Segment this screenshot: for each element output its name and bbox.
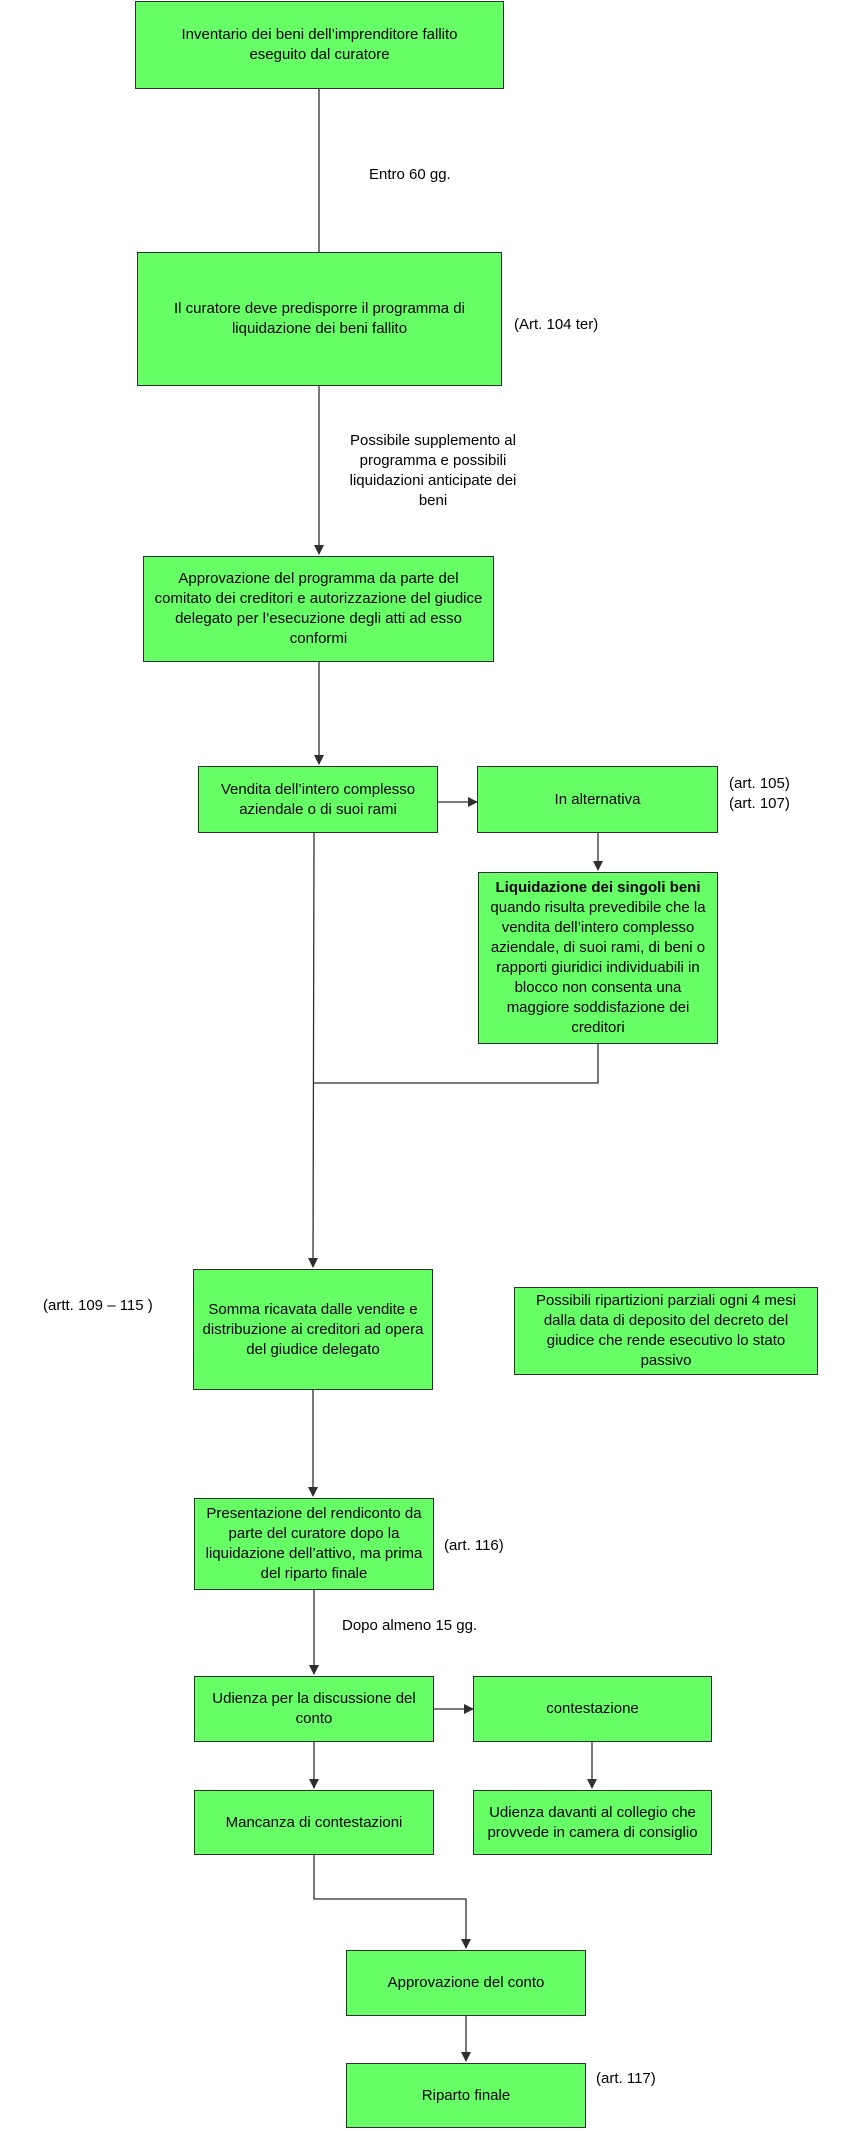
box-alternativa-text: In alternativa [554, 790, 641, 808]
box-liquidazione: Liquidazione dei singoli beni quando ris… [478, 872, 718, 1044]
box-somma-text: Somma ricavata dalle vendite e distribuz… [202, 1300, 424, 1358]
box-approvazione-programma: Approvazione del programma da parte del … [143, 556, 494, 662]
note-supplemento: Possibile supplemento al programma e pos… [349, 432, 517, 509]
box-mancanza-text: Mancanza di contestazioni [225, 1813, 403, 1831]
box-mancanza: Mancanza di contestazioni [194, 1790, 434, 1855]
box-riparto-text: Riparto finale [421, 2086, 511, 2104]
box-riparto: Riparto finale [346, 2063, 586, 2128]
box-udienza-text: Udienza per la discussione del conto [212, 1690, 416, 1727]
connector-vendita-somma [308, 832, 319, 1268]
box-programma-text: Il curatore deve predisporre il programm… [174, 300, 465, 337]
box-ripartizioni: Possibili ripartizioni parziali ogni 4 m… [514, 1287, 818, 1375]
box-liquidazione-body: quando risulta prevedibile che la vendit… [490, 899, 706, 1036]
box-somma: Somma ricavata dalle vendite e distribuz… [193, 1269, 433, 1390]
box-contestazione: contestazione [473, 1676, 712, 1742]
note-art-117: (art. 117) [596, 2070, 656, 2087]
note-art-107: (art. 107) [729, 795, 790, 812]
note-artt-109-115: (artt. 109 – 115 ) [43, 1297, 153, 1314]
note-entro-60: Entro 60 gg. [369, 166, 451, 183]
box-ripartizioni-text: Possibili ripartizioni parziali ogni 4 m… [535, 1292, 797, 1369]
box-alternativa: In alternativa [477, 766, 718, 833]
note-art-104-ter: (Art. 104 ter) [514, 316, 599, 333]
box-liquidazione-title: Liquidazione dei singoli beni [495, 879, 701, 896]
box-vendita-text: Vendita dell’intero complesso aziendale … [220, 780, 416, 818]
box-inventario: Inventario dei beni dell’imprenditore fa… [135, 1, 504, 89]
box-rendiconto: Presentazione del rendiconto da parte de… [194, 1498, 434, 1590]
box-approvazione-programma-text: Approvazione del programma da parte del … [154, 570, 483, 647]
box-collegio-text: Udienza davanti al collegio che provvede… [487, 1803, 698, 1841]
connector-liquidazione-merge [314, 1044, 599, 1084]
box-vendita: Vendita dell’intero complesso aziendale … [198, 766, 438, 833]
box-collegio: Udienza davanti al collegio che provvede… [473, 1790, 712, 1855]
note-dopo-15: Dopo almeno 15 gg. [342, 1617, 478, 1634]
box-udienza: Udienza per la discussione del conto [194, 1676, 434, 1742]
box-approvazione-conto-text: Approvazione del conto [387, 1974, 545, 1991]
note-art-105: (art. 105) [729, 775, 790, 792]
box-programma: Il curatore deve predisporre il programm… [137, 252, 502, 386]
box-contestazione-text: contestazione [546, 1700, 639, 1717]
box-inventario-text: Inventario dei beni dell’imprenditore fa… [181, 26, 458, 63]
note-art-116: (art. 116) [444, 1537, 504, 1554]
box-approvazione-conto: Approvazione del conto [346, 1950, 586, 2016]
box-liquidazione-content: Liquidazione dei singoli beni quando ris… [485, 878, 711, 1038]
connector-mancanza-approvazione-conto [313, 1855, 471, 1949]
box-rendiconto-text: Presentazione del rendiconto da parte de… [205, 1505, 423, 1582]
